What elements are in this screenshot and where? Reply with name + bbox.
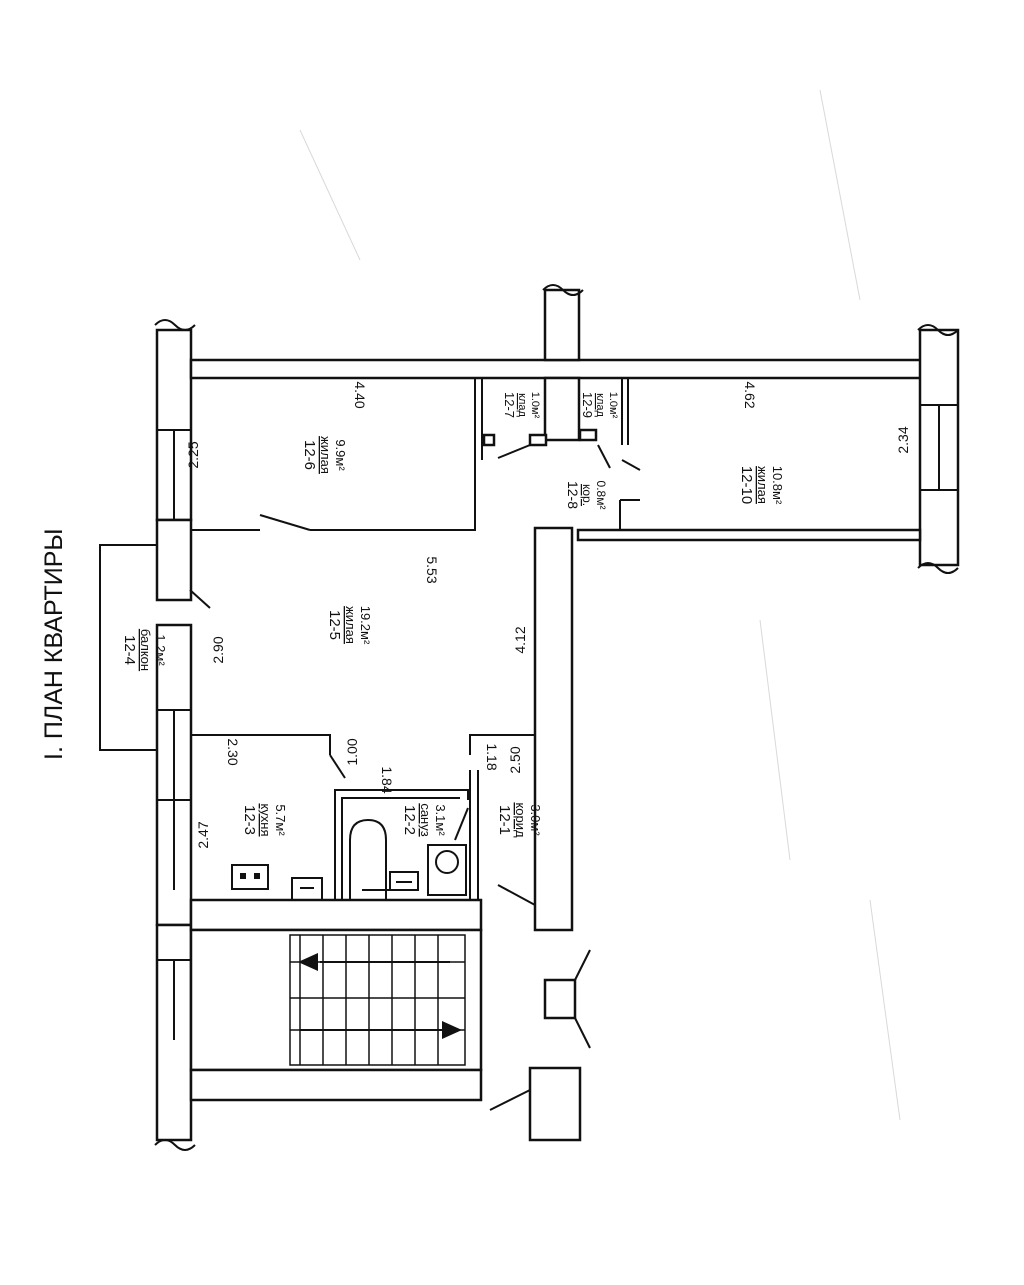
room-id: 12-3 xyxy=(241,805,258,835)
room-name: кухня xyxy=(258,803,273,836)
balcony-outline xyxy=(99,544,157,751)
room-label-12-5: 12-5 жилая 19.2м² xyxy=(326,606,373,645)
room-area: 1.2м² xyxy=(153,634,168,666)
room-name: сануз xyxy=(418,803,433,836)
sink-fixture xyxy=(389,871,419,891)
room-name: жилая xyxy=(343,606,358,644)
dim-corridor-width: 1.18 xyxy=(484,743,500,770)
dim-12-10-width: 2.34 xyxy=(895,426,911,453)
kitchen-sink-fixture xyxy=(291,877,323,901)
dim-corridor-length: 2.50 xyxy=(507,746,523,773)
room-label-12-2: 12-2 сануз 3.1м² xyxy=(401,803,448,836)
room-area: 1.0м² xyxy=(529,392,541,419)
room-area: 9.9м² xyxy=(333,439,348,471)
dim-12-5-width: 2.90 xyxy=(210,636,226,663)
door-swings xyxy=(189,444,641,906)
staircase xyxy=(189,928,483,1102)
room-id: 12-7 xyxy=(502,392,517,418)
room-name: клад xyxy=(516,393,528,417)
exterior-wall-right xyxy=(917,324,960,574)
room-area: 0.8м² xyxy=(594,481,608,510)
toilet-fixture xyxy=(427,844,467,896)
inner-walls xyxy=(189,378,922,932)
dim-12-5-inner: 4.12 xyxy=(512,626,528,653)
room-label-12-7: 12-7 клад 1.0м² xyxy=(502,392,541,419)
dim-kitchen-length: 2.47 xyxy=(195,821,211,848)
room-area: 10.8м² xyxy=(770,466,785,505)
exterior-wall-left xyxy=(154,319,196,1151)
stove-fixture xyxy=(231,864,269,890)
room-name: клад xyxy=(594,393,606,417)
dim-kitchen-width: 2.30 xyxy=(225,738,241,765)
room-name: корид xyxy=(513,802,528,838)
dim-12-6-length: 4.40 xyxy=(352,381,368,408)
room-id: 12-2 xyxy=(401,805,418,835)
room-name: жилая xyxy=(318,436,333,474)
room-label-12-10: 12-10 жилая 10.8м² xyxy=(738,466,785,505)
room-id: 12-1 xyxy=(496,805,513,835)
room-id: 12-9 xyxy=(580,392,595,418)
room-id: 12-10 xyxy=(738,466,755,504)
room-area: 5.7м² xyxy=(273,804,288,836)
bathtub-fixture xyxy=(349,818,392,900)
room-name: кор. xyxy=(580,484,594,506)
room-area: 3.0м² xyxy=(528,804,543,836)
dim-12-6-width: 2.25 xyxy=(185,441,201,468)
dim-kitchen-door: 1.00 xyxy=(344,738,360,765)
room-name: балкон xyxy=(138,629,153,671)
room-id: 12-4 xyxy=(121,635,138,665)
room-name: жилая xyxy=(755,466,770,504)
room-label-12-9: 12-9 клад 1.0м² xyxy=(580,392,619,419)
room-area: 19.2м² xyxy=(358,606,373,645)
room-id: 12-5 xyxy=(326,610,343,640)
dimension-labels: 4.40 2.25 5.53 2.90 4.12 2.30 2.47 1.00 … xyxy=(185,381,911,848)
wall-top xyxy=(189,358,928,380)
room-id: 12-6 xyxy=(301,440,318,470)
plan-title: I. ПЛАН КВАРТИРЫ xyxy=(40,528,68,760)
room-label-12-4: 12-4 балкон 1.2м² xyxy=(121,629,168,671)
room-label-12-8: 12-8 кор. 0.8м² xyxy=(565,481,608,510)
wall-column-middle xyxy=(542,284,584,442)
dim-12-5-length: 5.53 xyxy=(424,556,440,583)
room-label-12-6: 12-6 жилая 9.9м² xyxy=(301,436,348,474)
dim-bath-width: 1.84 xyxy=(379,766,395,793)
scan-background xyxy=(299,89,901,1121)
room-label-12-1: 12-1 корид 3.0м² xyxy=(496,802,543,838)
room-id: 12-8 xyxy=(565,481,581,509)
landing-walls xyxy=(489,949,591,1142)
dim-12-10-length: 4.62 xyxy=(742,381,758,408)
room-label-12-3: 12-3 кухня 5.7м² xyxy=(241,803,288,836)
room-area: 1.0м² xyxy=(607,392,619,419)
room-area: 3.1м² xyxy=(433,804,448,836)
